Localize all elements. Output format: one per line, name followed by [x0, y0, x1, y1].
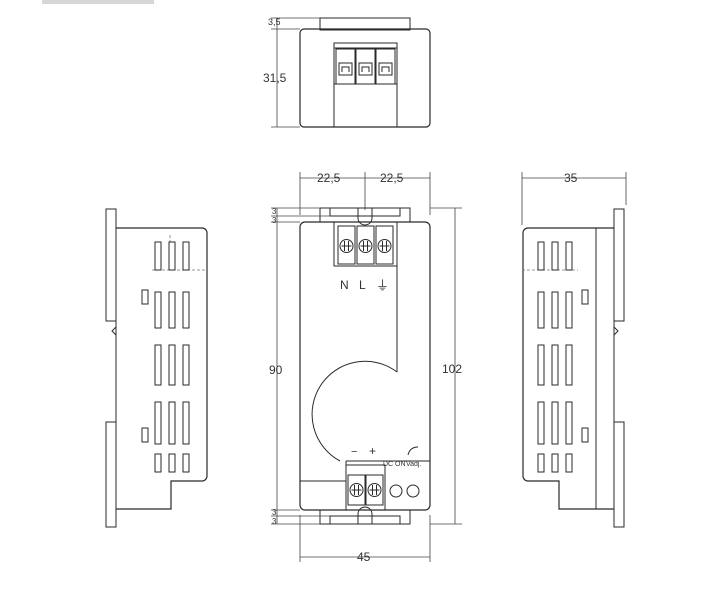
output-terminal-block — [345, 464, 386, 511]
output-plus-label: + — [369, 444, 376, 458]
right-side-body — [522, 227, 614, 510]
dc-on-label: DC ON — [383, 461, 406, 468]
output-minus-label: − — [351, 446, 357, 458]
left-side-view — [105, 208, 208, 528]
left-din-clip-top — [105, 208, 117, 322]
front-view: 22,5 22,5 N L ⏚ — [269, 171, 462, 564]
dim-side-depth: 35 — [564, 171, 578, 185]
ground-icon: ⏚ — [376, 278, 389, 293]
vadj-potentiometer-icon — [406, 484, 420, 498]
vadj-arrow-icon — [407, 446, 419, 456]
dim-gap-top-2: 3 — [272, 216, 277, 225]
right-din-clip-bottom — [613, 421, 625, 528]
dim-front-height-outer: 102 — [442, 362, 462, 376]
left-side-body — [116, 227, 208, 510]
input-terminal-block — [333, 221, 398, 267]
top-view-terminal-housing — [333, 42, 398, 128]
terminal-label-l: L — [359, 278, 366, 292]
terminal-label-n: N — [340, 278, 349, 292]
right-din-clip-top — [613, 208, 625, 322]
dim-top-small: 3,5 — [268, 17, 281, 27]
right-vent-slots — [537, 241, 589, 473]
dim-front-height-inner: 90 — [269, 363, 283, 377]
label-arc — [311, 360, 398, 462]
top-view-body — [299, 28, 431, 128]
dim-front-width-total: 45 — [357, 550, 371, 564]
vadj-label: Vadj. — [406, 461, 421, 468]
left-din-clip-bottom — [105, 421, 117, 528]
dim-gap-bottom-2: 3 — [272, 517, 277, 526]
dim-front-width-right: 22,5 — [380, 171, 404, 185]
top-view-rail — [319, 17, 411, 31]
dc-on-led-icon — [389, 484, 403, 498]
top-view-terminal-block — [334, 48, 397, 85]
dim-front-width-left: 22,5 — [317, 171, 341, 185]
left-vent-slots — [141, 241, 190, 473]
dim-gap-top-1: 3 — [272, 207, 277, 216]
header-bar — [42, 0, 154, 4]
right-side-view: 35 — [521, 171, 627, 528]
dim-top-height: 31,5 — [263, 71, 287, 85]
top-view: 3,5 31,5 — [263, 17, 431, 128]
dim-gap-bottom-1: 3 — [272, 508, 277, 517]
